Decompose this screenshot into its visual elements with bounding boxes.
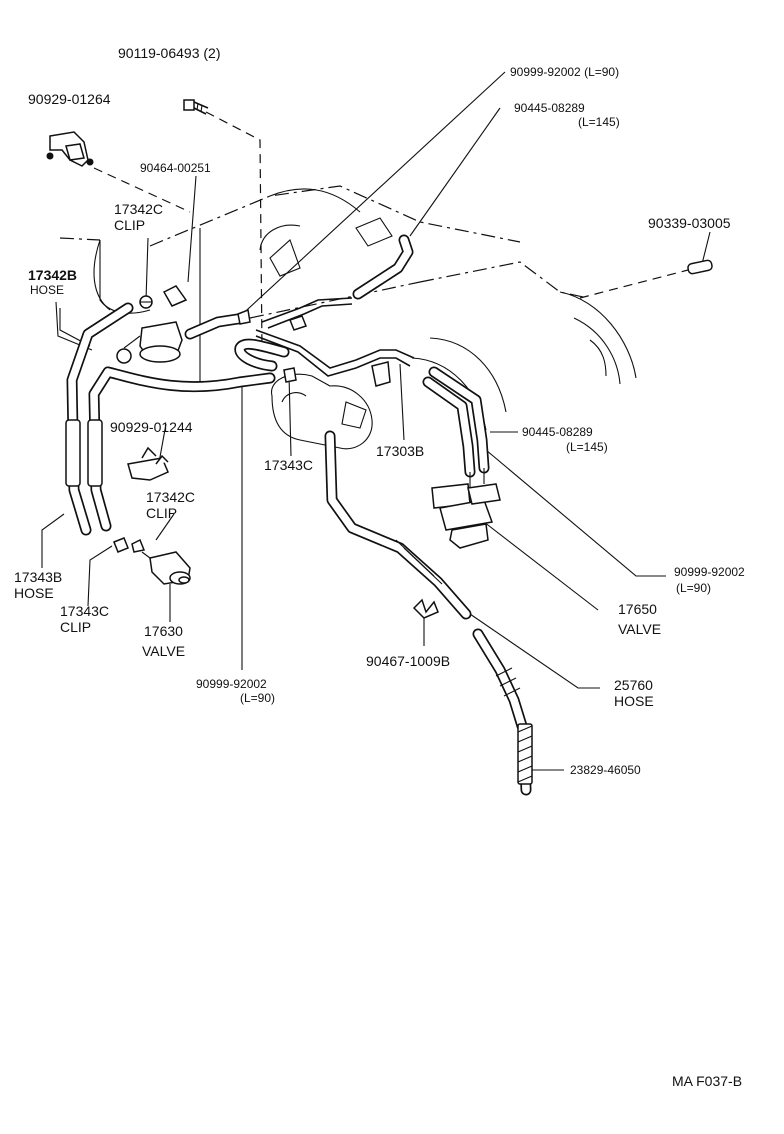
part-number-25760: 25760 [614,677,653,693]
part-name-90999-bottom: (L=90) [240,691,275,705]
fitting-icon [237,308,251,325]
pipe-17303b [255,297,415,387]
part-name-17343c-left: CLIP [60,619,91,635]
valve-17630-icon [141,551,191,585]
part-name-17343b: HOSE [14,585,54,601]
figure-code: MA F037-B [672,1073,742,1089]
bracket-icon [46,131,94,167]
labels: 90119-06493 (2) 90929-01264 90464-00251 … [14,45,745,1089]
part-name-25760: HOSE [614,693,654,709]
part-number-90999-top: 90999-92002 (L=90) [510,65,619,79]
part-name-17342c-top: CLIP [114,217,145,233]
clip-icon [139,295,153,309]
part-number-17342c-top: 17342C [114,201,163,217]
part-number-17343c-left: 17343C [60,603,109,619]
part-name-17342c-mid: CLIP [146,505,177,521]
part-number-23829: 23829-46050 [570,763,641,777]
part-name-17342b: HOSE [30,283,64,297]
part-number-90999-right: 90999-92002 [674,565,745,579]
part-number-17303b: 17303B [376,443,424,459]
part-name-17630: VALVE [142,643,185,659]
bolt-icon [183,99,209,115]
part-number-90467: 90467-1009B [366,653,450,669]
part-number-17630: 17630 [144,623,183,639]
part-number-90445-right: 90445-08289 [522,425,593,439]
engine-outline [59,185,637,450]
part-number-90445-top: 90445-08289 [514,101,585,115]
part-shapes [46,99,713,619]
clip-icon [113,537,146,553]
part-number-90999-bottom: 90999-92002 [196,677,267,691]
part-number-90929-01264: 90929-01264 [28,91,111,107]
part-number-90339: 90339-03005 [648,215,731,231]
clip-icon [283,367,297,383]
part-number-90464: 90464-00251 [140,161,211,175]
part-number-90929-01244: 90929-01244 [110,419,193,435]
part-number-17342b: 17342B [28,267,77,283]
part-number-17343b: 17343B [14,569,62,585]
part-name-17650: VALVE [618,621,661,637]
part-name-90999-right: (L=90) [676,581,711,595]
part-number-17342c-mid: 17342C [146,489,195,505]
part-name-90445-right: (L=145) [566,440,608,454]
part-number-17343c-mid: 17343C [264,457,313,473]
bracket-icon [127,446,169,481]
valve-vsv-icon [116,285,188,364]
part-name-90445-top: (L=145) [578,115,620,129]
hoses [65,234,533,796]
part-number-17650: 17650 [618,601,657,617]
part-number-90119: 90119-06493 (2) [118,45,220,61]
valve-17650-icon [431,468,501,549]
connector-icon [687,259,713,275]
clamp-icon [412,598,439,619]
